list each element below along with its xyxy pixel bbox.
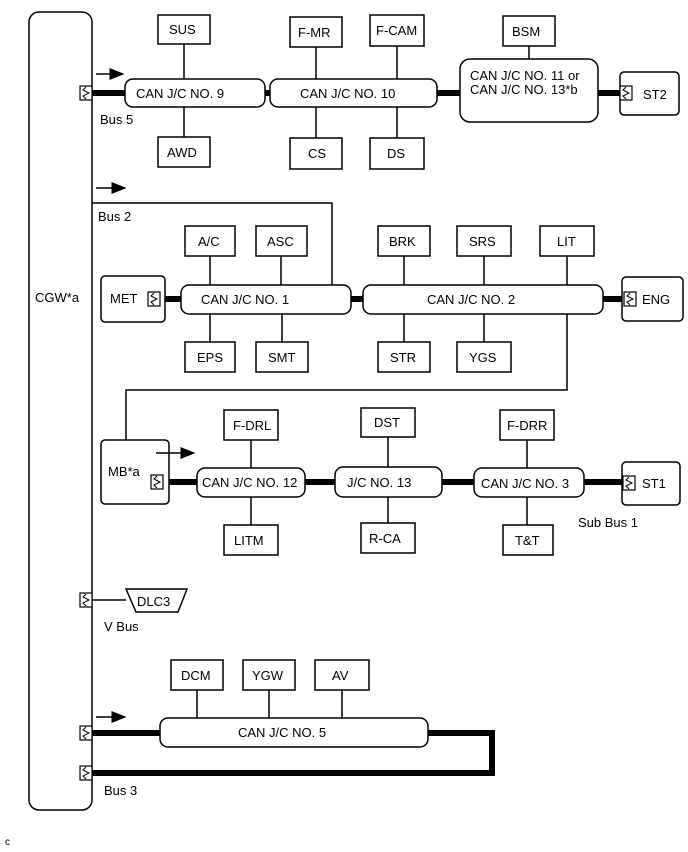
ecu-smt [255,341,309,373]
bsm-label: BSM [512,24,540,39]
ecu-lit [539,225,595,257]
ecu-sus [157,14,211,45]
bus5-connector-icon [79,85,93,101]
mb-connector-icon [150,474,164,490]
ecu-fdrr [499,409,555,441]
fdrl-label: F-DRL [233,418,271,433]
ecu-dst [360,407,416,438]
ecu-bsm [502,15,556,47]
cs-label: CS [308,146,326,161]
ecu-ac [184,225,236,257]
bus2-link [92,202,333,285]
tt-label: T&T [515,533,540,548]
sub-bus1-label: Sub Bus 1 [578,515,638,530]
dcm-label: DCM [181,668,211,683]
fdrr-label: F-DRR [507,418,547,433]
dlc3-connector [124,588,189,613]
eng-box [621,276,684,322]
ecu-str [377,341,431,373]
met-connector-icon [147,291,161,307]
lit-label: LIT [557,234,576,249]
st1-box [621,461,681,506]
ecu-asc [255,225,308,257]
ecu-fdrl [223,409,279,441]
jc10-label: CAN J/C NO. 10 [300,86,395,101]
met-label: MET [110,291,138,306]
ecu-litm [223,524,279,556]
eng-label: ENG [642,292,670,307]
ecu-tt [502,524,554,556]
bus3-label: Bus 3 [104,783,137,798]
bus3-connector-icon-upper [79,725,93,741]
met-box [100,275,166,323]
srs-label: SRS [469,234,496,249]
jc1-label: CAN J/C NO. 1 [201,292,289,307]
bus2-label: Bus 2 [98,209,131,224]
fcam-label: F-CAM [376,23,417,38]
figure-code: c [5,837,10,848]
ac-label: A/C [198,234,220,249]
brk-label: BRK [389,234,416,249]
bus3-connector-icon-lower [79,765,93,781]
vbus-connector-icon [79,592,93,608]
bus5-label: Bus 5 [100,112,133,127]
str-label: STR [390,350,416,365]
av-label: AV [332,668,349,683]
dlc3-label: DLC3 [137,594,170,609]
eng-connector-icon [623,291,637,307]
jc1-box [180,284,352,315]
ecu-rca [360,522,416,554]
jc10-box [269,78,438,108]
jc11-label-line2: CAN J/C NO. 13*b [470,82,578,97]
ygw-label: YGW [252,668,284,683]
jc12-label: CAN J/C NO. 12 [202,475,297,490]
jc3-box [473,467,585,498]
st1-connector-icon [622,475,636,491]
ds-label: DS [387,146,405,161]
vbus-label: V Bus [104,619,139,634]
ecu-fcam [369,14,425,47]
ecu-brk [377,225,431,257]
jc9-label: CAN J/C NO. 9 [136,86,224,101]
jc2-box [362,284,604,315]
st2-label: ST2 [643,87,667,102]
ecu-ds [369,137,425,170]
smt-label: SMT [268,350,296,365]
fmr-label: F-MR [298,25,331,40]
jc11-label-line1: CAN J/C NO. 11 or [470,68,580,83]
jc5-label: CAN J/C NO. 5 [238,725,326,740]
ecu-dcm [170,659,224,691]
st1-label: ST1 [642,476,666,491]
jc2-label: CAN J/C NO. 2 [427,292,515,307]
ecu-fmr [289,16,343,48]
asc-label: ASC [267,234,294,249]
cgw-label: CGW*a [35,290,80,305]
rca-label: R-CA [369,531,401,546]
eps-label: EPS [197,350,223,365]
ygs-label: YGS [469,350,497,365]
ecu-srs [456,225,512,257]
sus-label: SUS [169,22,196,37]
cgw-gateway-box [28,11,93,811]
jc13-label: J/C NO. 13 [347,475,411,490]
awd-label: AWD [167,145,197,160]
mb-label: MB*a [108,464,141,479]
ecu-cs [289,137,343,170]
jc9-box [124,78,266,108]
dst-label: DST [374,415,400,430]
jc5-box [159,717,429,748]
st2-connector-icon [619,85,633,101]
lit-to-mb-link [125,314,568,440]
jc3-label: CAN J/C NO. 3 [481,476,569,491]
litm-label: LITM [234,533,264,548]
ecu-eps [184,341,236,373]
ecu-awd [157,136,211,168]
ecu-av [314,659,370,691]
ecu-ygs [456,341,512,373]
ecu-ygw [242,659,296,691]
